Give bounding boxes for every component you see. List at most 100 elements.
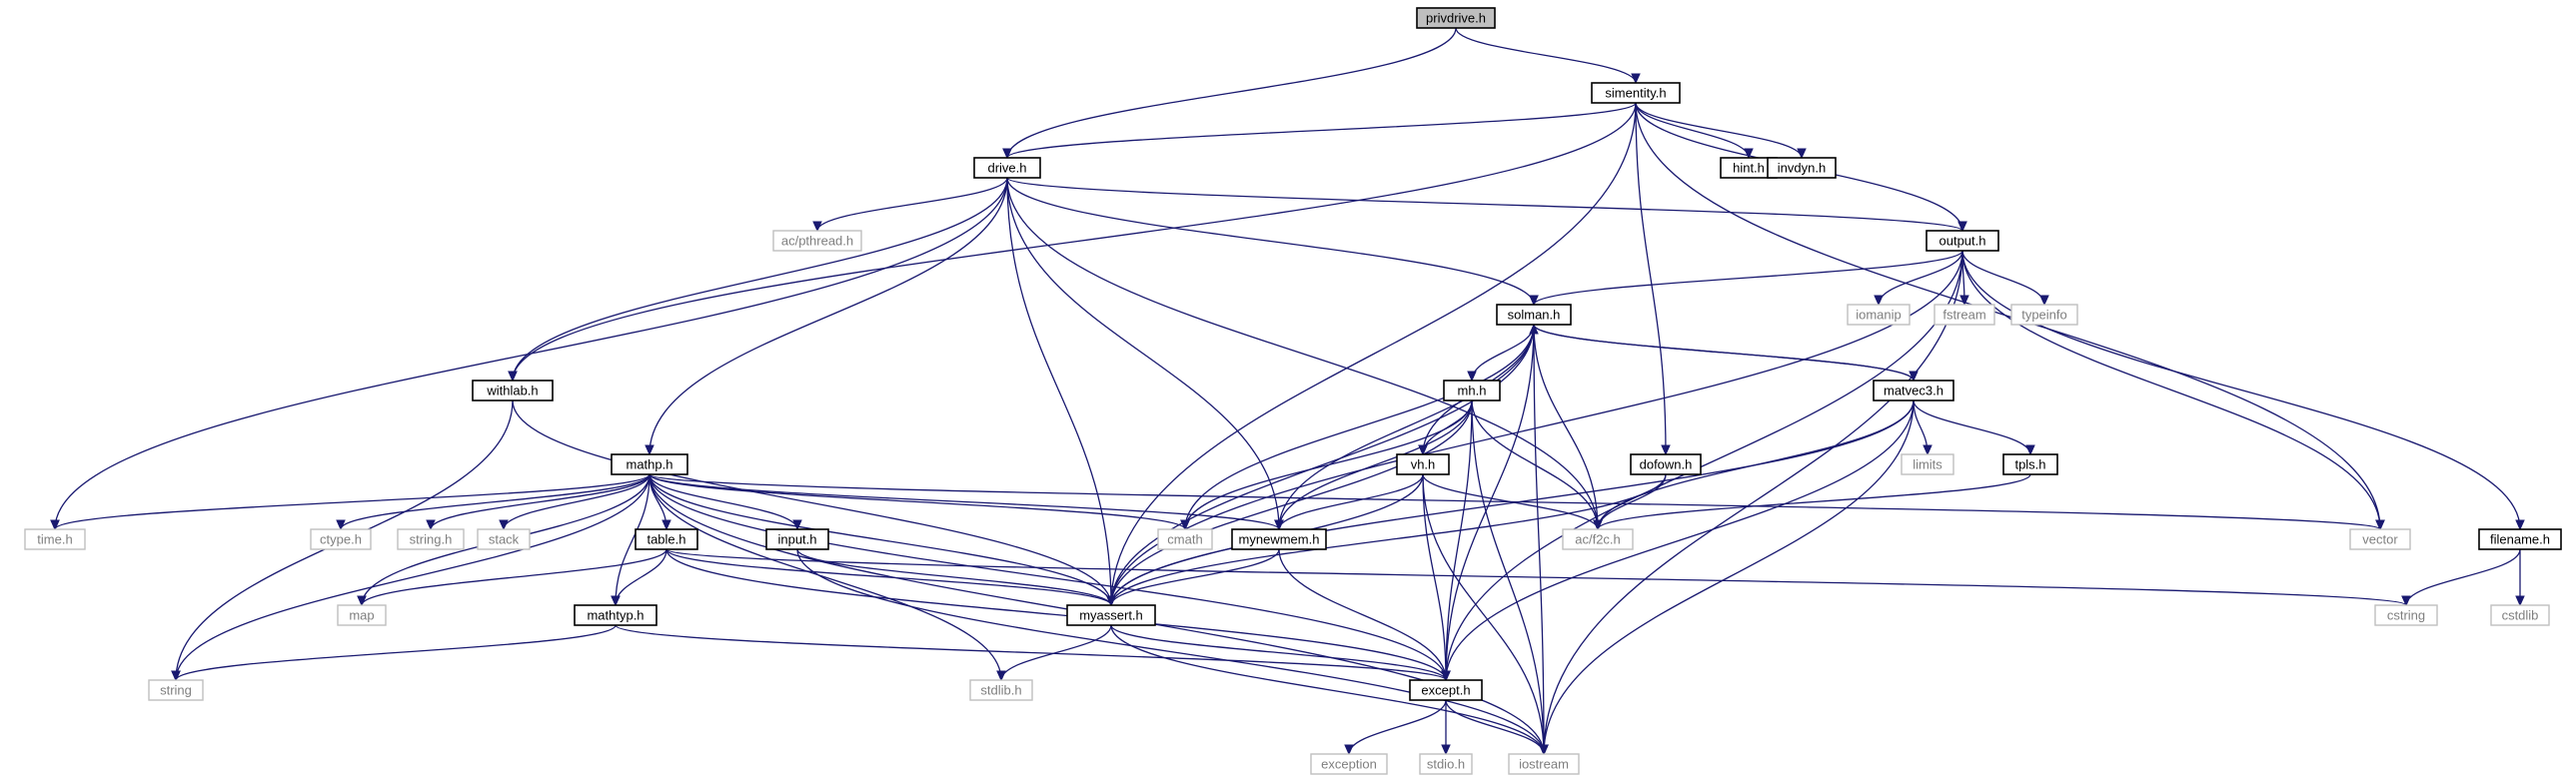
node-drive[interactable]: drive.h [973,157,1041,179]
node-except[interactable]: except.h [1409,679,1483,701]
node-stack: stack [477,528,531,550]
node-input[interactable]: input.h [765,528,829,550]
node-box [1562,528,1634,550]
edge-mh-to-acf2c [1471,399,1603,531]
node-box [2490,604,2550,626]
node-solman[interactable]: solman.h [1496,304,1572,326]
node-label: time.h [37,532,72,547]
node-box [148,679,204,701]
node-timeh: time.h [24,528,86,550]
node-mynewmem[interactable]: mynewmem.h [1231,528,1327,550]
node-box [772,230,862,252]
node-iostream: iostream [1508,753,1580,775]
node-label: iostream [1519,757,1569,772]
node-hint[interactable]: hint.h [1720,157,1778,179]
node-label: matvec3.h [1884,384,1943,398]
node-box [1409,679,1483,701]
node-label: table.h [646,532,685,547]
node-box [1591,82,1681,104]
edge-drive-to-mynewmem [1006,177,1284,531]
node-stdio: stdio.h [1419,753,1473,775]
node-exception: exception [1310,753,1388,775]
node-mathp[interactable]: mathp.h [611,453,688,475]
node-label: limits [1913,457,1942,472]
node-box [1443,380,1501,401]
node-label: mathtyp.h [587,608,644,623]
edge-matvec3-to-limits [1913,399,1932,456]
node-tpls[interactable]: tpls.h [2002,453,2058,475]
edge-filename-to-cstring [2401,548,2521,607]
node-label: solman.h [1508,308,1561,323]
node-box [1926,230,1999,252]
node-box [397,528,465,550]
node-acpthread: ac/pthread.h [772,230,862,252]
node-box [973,157,1041,179]
node-label: fstream [1942,308,1985,323]
node-box [1508,753,1580,775]
node-limits: limits [1901,453,1954,475]
edge-drive-to-withlab [508,177,1008,383]
edge-mynewmem-to-myassert [1106,548,1280,607]
node-filename[interactable]: filename.h [2478,528,2562,550]
node-label: string.h [410,532,453,547]
node-matvec3[interactable]: matvec3.h [1873,380,1954,401]
node-box [1933,304,1995,326]
node-label: simentity.h [1605,86,1666,101]
edge-table-to-mathtyp [611,548,667,607]
edge-myassert-to-except [1110,624,1451,682]
edge-drive-to-mathp [644,177,1008,456]
node-simentity[interactable]: simentity.h [1591,82,1681,104]
node-output[interactable]: output.h [1926,230,1999,252]
edge-table-to-cstring [665,548,2411,607]
edge-mathp-to-ctype [336,473,650,531]
edge-output-to-vector [1961,250,2385,531]
edge-mh-to-vh [1418,399,1473,456]
node-label: stack [489,532,520,547]
node-ctype: ctype.h [310,528,372,550]
edge-mathp-to-mynewmem [648,473,1284,531]
node-stringh: string.h [397,528,465,550]
node-label: input.h [777,532,816,547]
edge-tpls-to-acf2c [1593,473,2031,531]
edge-privdrive-to-simentity [1455,27,1641,85]
node-label: iomanip [1856,308,1902,323]
node-label: vector [2362,532,2398,547]
node-withlab[interactable]: withlab.h [472,380,554,401]
node-label: invdyn.h [1778,161,1826,176]
edge-mathp-to-stringh [426,473,650,531]
node-invdyn[interactable]: invdyn.h [1767,157,1837,179]
node-label: except.h [1421,683,1470,698]
node-vh[interactable]: vh.h [1396,453,1450,475]
edge-vh-to-mynewmem [1274,473,1424,531]
node-label: drive.h [987,161,1026,176]
edge-filename-to-cstdlib [2515,549,2525,607]
node-box [477,528,531,550]
edge-myassert-to-stdlib [996,624,1112,682]
node-table[interactable]: table.h [635,528,698,550]
node-label: cmath [1167,532,1202,547]
node-mathtyp[interactable]: mathtyp.h [574,604,657,626]
node-box [310,528,372,550]
node-label: exception [1321,757,1377,772]
node-string: string [148,679,204,701]
node-dofown[interactable]: dofown.h [1630,453,1702,475]
edge-output-to-iostream [1539,250,1963,756]
node-box [1901,453,1954,475]
node-label: ctype.h [320,532,362,547]
node-myassert[interactable]: myassert.h [1066,604,1156,626]
node-label: myassert.h [1079,608,1143,623]
node-box [969,679,1033,701]
node-label: mathp.h [627,457,673,472]
node-label: stdlib.h [980,683,1021,698]
edge-matvec3-to-solman [1529,323,1915,382]
node-fstream: fstream [1933,304,1995,326]
node-box [1847,304,1911,326]
node-privdrive[interactable]: privdrive.h [1416,7,1496,29]
node-box [765,528,829,550]
edges-layer [50,27,2525,756]
node-box [1066,604,1156,626]
edge-drive-to-timeh [50,177,1008,531]
node-mh[interactable]: mh.h [1443,380,1501,401]
